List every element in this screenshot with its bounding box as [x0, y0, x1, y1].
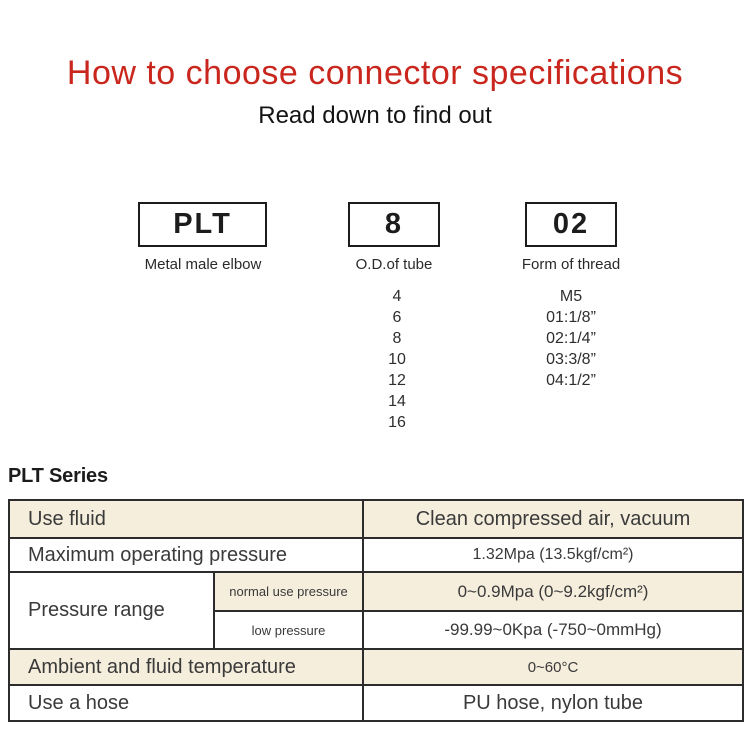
- spec-value-temperature: 0~60°C: [362, 648, 744, 686]
- spec-table: Use fluid Clean compressed air, vacuum M…: [8, 499, 744, 722]
- page-subtitle: Read down to find out: [258, 102, 492, 129]
- tube-size-label: O.D.of tube: [355, 256, 433, 273]
- model-code-box: PLT: [138, 202, 267, 247]
- spec-value-normal-pressure: 0~0.9Mpa (0~9.2kgf/cm²): [362, 571, 744, 612]
- thread-option: 01:1/8”: [546, 309, 596, 326]
- table-row: Ambient and fluid temperature 0~60°C: [8, 648, 744, 686]
- tube-option: 14: [388, 393, 406, 410]
- thread-option: 02:1/4”: [546, 330, 596, 347]
- table-row: Pressure range normal use pressure 0~0.9…: [8, 571, 744, 650]
- spec-sublabel-normal-pressure: normal use pressure: [213, 571, 364, 612]
- tube-option: 16: [388, 414, 406, 431]
- tube-option: 10: [388, 351, 406, 368]
- spec-label-pressure-range: Pressure range: [8, 571, 215, 650]
- table-row: Use fluid Clean compressed air, vacuum: [8, 499, 744, 539]
- thread-option: M5: [559, 288, 583, 305]
- spec-value-low-pressure: -99.99~0Kpa (-750~0mmHg): [362, 610, 744, 650]
- thread-form-options: M5 01:1/8” 02:1/4” 03:3/8” 04:1/2”: [496, 286, 646, 391]
- spec-value-use-fluid: Clean compressed air, vacuum: [362, 499, 744, 539]
- spec-value-hose: PU hose, nylon tube: [362, 684, 744, 722]
- spec-label-max-pressure: Maximum operating pressure: [8, 537, 364, 573]
- spec-label-hose: Use a hose: [8, 684, 364, 722]
- tube-option: 6: [392, 309, 402, 326]
- spec-label-use-fluid: Use fluid: [8, 499, 364, 539]
- table-row: low pressure -99.99~0Kpa (-750~0mmHg): [9, 610, 744, 650]
- thread-option: 04:1/2”: [546, 372, 596, 389]
- tube-size-code-box: 8: [348, 202, 440, 247]
- spec-value-max-pressure: 1.32Mpa (13.5kgf/cm²): [362, 537, 744, 573]
- page-title: How to choose connector specifications: [66, 54, 684, 92]
- tube-option: 4: [392, 288, 402, 305]
- tube-option: 12: [388, 372, 406, 389]
- thread-label: Form of thread: [521, 256, 621, 273]
- tube-size-options: 4 6 8 10 12 14 16: [347, 286, 447, 433]
- series-heading: PLT Series: [8, 465, 108, 487]
- spec-label-temperature: Ambient and fluid temperature: [8, 648, 364, 686]
- thread-option: 03:3/8”: [546, 351, 596, 368]
- table-row: Maximum operating pressure 1.32Mpa (13.5…: [8, 537, 744, 573]
- spec-sublabel-low-pressure: low pressure: [213, 610, 364, 650]
- tube-option: 8: [392, 330, 402, 347]
- thread-code-box: 02: [525, 202, 617, 247]
- model-code-label: Metal male elbow: [144, 256, 262, 273]
- table-row: Use a hose PU hose, nylon tube: [8, 684, 744, 722]
